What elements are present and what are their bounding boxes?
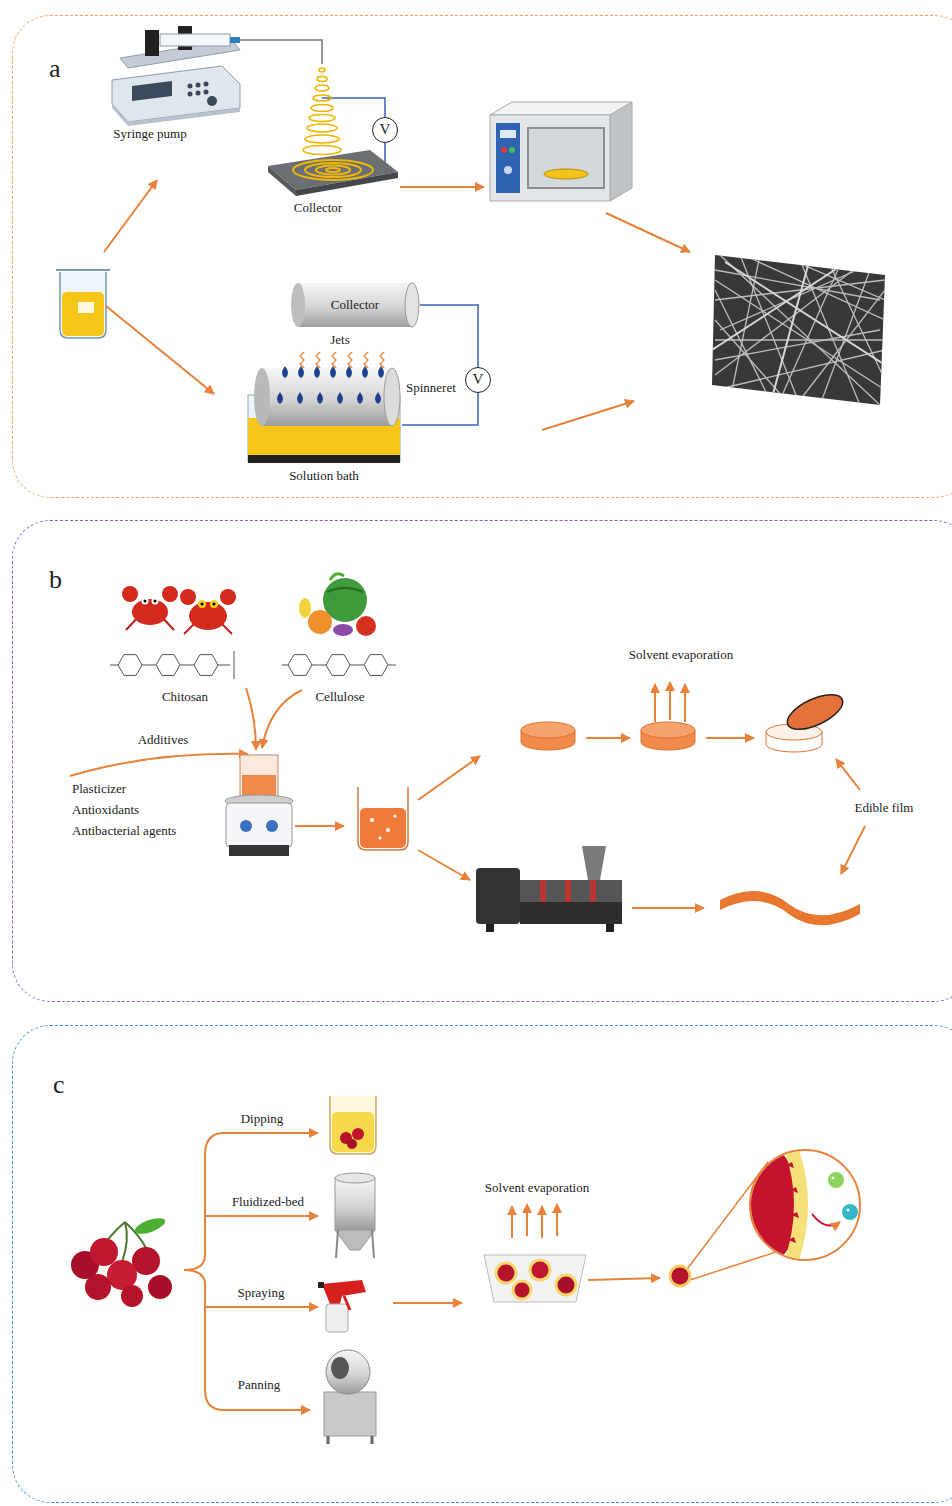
collector-cylinder: Collector bbox=[290, 282, 420, 328]
node-label: V bbox=[380, 121, 391, 138]
process-arrows-b bbox=[295, 682, 865, 908]
hot-plate-stirrer bbox=[225, 755, 293, 856]
dashed-panel: c bbox=[12, 1025, 952, 1503]
oven bbox=[490, 102, 632, 201]
cherries bbox=[71, 1215, 172, 1307]
process-label: Spraying bbox=[238, 1286, 285, 1301]
process-label: Syringe pump bbox=[113, 127, 186, 142]
crustaceans bbox=[122, 586, 236, 634]
fluidized-bed bbox=[335, 1173, 375, 1258]
process-label: Solvent evaporation bbox=[485, 1181, 589, 1196]
voltage-circle: V bbox=[465, 367, 491, 393]
dashed-panel: b bbox=[12, 520, 952, 1002]
process-label: Collector bbox=[294, 201, 342, 216]
spinneret bbox=[254, 366, 400, 426]
node-label: V bbox=[473, 371, 484, 388]
panning-machine bbox=[324, 1350, 376, 1444]
process-label: Additives bbox=[138, 733, 189, 748]
petri-dishes bbox=[521, 688, 848, 752]
flat-collector bbox=[268, 150, 398, 196]
chemical-structures bbox=[110, 651, 396, 679]
beaker bbox=[56, 270, 110, 338]
process-label: Solution bath bbox=[289, 469, 359, 484]
panel-letter: c bbox=[53, 1070, 65, 1100]
panel-letter: a bbox=[49, 54, 61, 84]
panel-letter: b bbox=[49, 565, 62, 595]
drying-tray bbox=[484, 1255, 586, 1302]
process-label: Dipping bbox=[241, 1112, 284, 1127]
wires bbox=[240, 40, 478, 425]
process-label: Cellulose bbox=[315, 690, 364, 705]
process-label: Jets bbox=[330, 333, 350, 348]
process-arrows-a bbox=[104, 180, 690, 430]
process-label: Spinneret bbox=[406, 381, 456, 396]
node-label: Collector bbox=[331, 298, 379, 313]
extruder bbox=[476, 846, 622, 932]
extruded-film bbox=[720, 891, 860, 925]
process-label: Antibacterial agents bbox=[72, 824, 176, 839]
nanofiber-sem-image bbox=[712, 255, 885, 405]
dashed-panel: aVCollectorV bbox=[12, 15, 952, 498]
syringe-pump bbox=[112, 26, 240, 126]
bracket-arrows bbox=[184, 1133, 318, 1410]
dipping-beaker bbox=[330, 1096, 376, 1154]
process-label: Panning bbox=[238, 1378, 281, 1393]
coated-cherry-zoom bbox=[670, 1143, 860, 1286]
spray-gun bbox=[318, 1280, 366, 1332]
jet-coil bbox=[303, 68, 341, 155]
process-label: Chitosan bbox=[162, 690, 208, 705]
vegetables bbox=[299, 574, 376, 636]
film-solution-beaker bbox=[358, 787, 408, 850]
process-label: Edible film bbox=[855, 801, 914, 816]
process-label: Antioxidants bbox=[72, 803, 139, 818]
process-label: Plasticizer bbox=[72, 782, 126, 797]
process-arrows-c bbox=[393, 1204, 660, 1303]
process-label: Solvent evaporation bbox=[629, 648, 733, 663]
voltage-circle: V bbox=[372, 117, 398, 143]
process-label: Fluidized-bed bbox=[232, 1195, 304, 1210]
